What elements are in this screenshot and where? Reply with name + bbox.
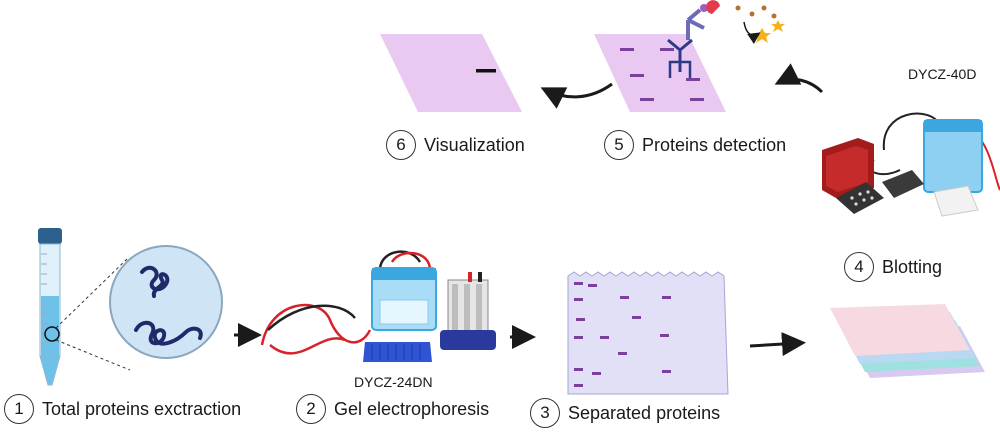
arrow-icon xyxy=(749,332,806,357)
step-1-label: 1 Total proteins exctraction xyxy=(4,394,241,424)
step-text: Proteins detection xyxy=(642,134,787,155)
step-4-label: 4 Blotting xyxy=(844,252,942,282)
antibody-icon xyxy=(667,0,785,78)
blotting-model-label: DYCZ-40D xyxy=(908,66,977,82)
step-6-label: 6 Visualization xyxy=(386,130,525,160)
step-number: 1 xyxy=(4,394,34,424)
step-3-label: 3 Separated proteins xyxy=(530,398,720,428)
protein-magnifier-icon xyxy=(55,245,223,371)
step-text: Visualization xyxy=(424,134,525,155)
step-number: 5 xyxy=(604,130,634,160)
blotting-apparatus xyxy=(822,112,1000,217)
step-number: 2 xyxy=(296,394,326,424)
arrow-icon xyxy=(774,63,824,94)
arrow-icon xyxy=(540,82,613,109)
step-text: Blotting xyxy=(882,256,943,277)
falcon-tube-icon xyxy=(38,228,62,386)
visualization-membrane xyxy=(380,34,522,112)
step-number: 6 xyxy=(386,130,416,160)
step-number: 4 xyxy=(844,252,874,282)
separated-proteins-gel xyxy=(567,271,729,395)
step-number: 3 xyxy=(530,398,560,428)
step-2-label: 2 Gel electrophoresis xyxy=(296,394,489,424)
step-text: Total proteins exctraction xyxy=(42,398,242,419)
step-text: Gel electrophoresis xyxy=(334,398,490,419)
electrophoresis-model-label: DYCZ-24DN xyxy=(354,374,433,390)
detection-membrane xyxy=(594,34,726,112)
step-5-label: 5 Proteins detection xyxy=(604,130,786,160)
step-text: Separated proteins xyxy=(568,402,721,423)
blotting-sandwich xyxy=(830,304,985,378)
electrophoresis-apparatus xyxy=(260,250,496,362)
